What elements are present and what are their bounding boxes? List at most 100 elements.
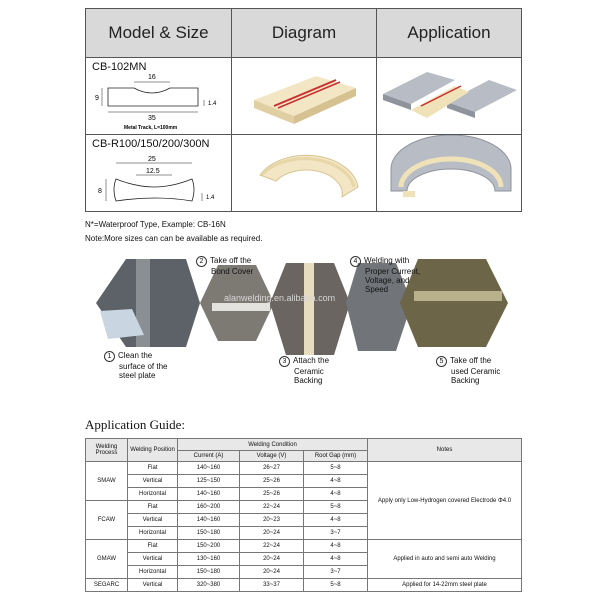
gap-cell: 5~8 [303,461,368,475]
guide-subheader-row: Current (A) Voltage (V) Root Gap (mm) [86,450,522,462]
gap-cell: 4~8 [303,487,368,501]
header-position: Welding Position [127,438,178,462]
gap-cell: 5~8 [303,500,368,514]
header-current: Current (A) [177,450,240,462]
process-cell: SEGARC [85,578,128,592]
header-condition: Welding Condition [177,438,368,451]
dim-width-total: 35 [148,115,156,122]
position-cell: Vertical [127,474,178,488]
gap-cell: 4~8 [303,539,368,553]
voltage-cell: 22~24 [239,500,304,514]
diagram-cell [231,134,377,212]
voltage-cell: 20~24 [239,526,304,540]
dim-groove: 1.4 [208,101,217,107]
current-cell: 150~180 [177,565,240,579]
guide-header-row: Welding Process Welding Position Welding… [85,438,522,462]
current-cell: 140~160 [177,513,240,527]
application-cell [376,134,522,212]
table-row: Vertical 140~160 20~23 4~8 [86,513,522,527]
header-diagram: Diagram [231,8,377,58]
position-cell: Horizontal [127,526,178,540]
current-cell: 150~200 [177,539,240,553]
model-row: CB-102MN 16 9 1.4 35 Metal Track, L=100m… [85,57,522,135]
model-name: CB-102MN [92,61,147,73]
position-cell: Horizontal [127,487,178,501]
application-guide-table: Welding Process Welding Position Welding… [85,438,522,592]
gap-cell: 3~7 [303,526,368,540]
waterproof-note: N*=Waterproof Type, Example: CB-16N [85,220,226,229]
guide-title: Application Guide: [85,417,186,432]
process-cell: SMAW [85,461,128,501]
current-cell: 160~200 [177,500,240,514]
flat-application-image [383,72,517,118]
watermark: alanwelding.en.alibaba.com [224,293,335,303]
position-cell: Flat [127,500,178,514]
model-cell: CB-R100/150/200/300N 25 12.5 8 1.4 [85,134,232,212]
model-size-table: Model & Size Diagram Application CB-102M… [85,8,522,212]
process-cell: FCAW [85,500,128,540]
position-cell: Flat [127,461,178,475]
position-cell: Vertical [127,578,178,592]
voltage-cell: 20~23 [239,513,304,527]
process-photo-strip: alanwelding.en.alibaba.com [96,259,508,355]
dim-groove: 1.4 [206,195,215,201]
position-cell: Vertical [127,552,178,566]
header-voltage: Voltage (V) [239,450,304,462]
current-cell: 130~160 [177,552,240,566]
round-application-image [390,135,512,197]
model-cell: CB-102MN 16 9 1.4 35 Metal Track, L=100m… [85,57,232,135]
flat-ceramic-backing-image [254,76,356,124]
dim-width-top: 25 [148,156,156,163]
voltage-cell: 25~26 [239,474,304,488]
cross-section-drawing-round: 25 12.5 8 1.4 [98,156,215,202]
gap-cell: 4~8 [303,552,368,566]
notes-cell: Applied in auto and semi auto Welding [367,539,522,579]
notes-cell: Applied for 14-22mm steel plate [367,578,522,592]
dim-height: 9 [95,95,99,102]
current-cell: 140~160 [177,461,240,475]
table-row: GMAW Flat 150~200 22~24 4~8 Applied in a… [85,539,522,579]
table-row: Vertical 130~160 20~24 4~8 [86,552,522,566]
voltage-cell: 20~24 [239,552,304,566]
table-row: Horizontal 140~160 25~26 4~8 [86,487,522,501]
step-4-number: 4 [350,256,361,267]
gap-cell: 4~8 [303,474,368,488]
model-name: CB-R100/150/200/300N [92,138,210,150]
voltage-cell: 20~24 [239,565,304,579]
voltage-cell: 25~26 [239,487,304,501]
position-cell: Flat [127,539,178,553]
header-process: Welding Process [85,438,128,462]
dim-groove-width: 12.5 [146,168,160,175]
gap-cell: 4~8 [303,513,368,527]
current-cell: 140~160 [177,487,240,501]
diagram-caption: Metal Track, L=100mm [124,125,178,131]
model-row: CB-R100/150/200/300N 25 12.5 8 1.4 [85,134,522,212]
table-row: FCAW Flat 160~200 22~24 5~8 [85,500,522,540]
position-cell: Vertical [127,513,178,527]
gap-cell: 3~7 [303,565,368,579]
round-ceramic-backing-image [259,154,359,199]
dim-height: 8 [98,188,102,195]
sizes-note: Note:More sizes can can be available as … [85,234,263,243]
voltage-cell: 22~24 [239,539,304,553]
step-5-number: 5 [436,356,447,367]
step-2-number: 2 [196,256,207,267]
header-gap: Root Gap (mm) [303,450,368,462]
current-cell: 320~380 [177,578,240,592]
header-model-size: Model & Size [85,8,232,58]
current-cell: 150~180 [177,526,240,540]
table-row: SEGARC Vertical 320~380 33~37 5~8 Applie… [85,578,522,592]
application-cell [376,57,522,135]
photo-welding [346,263,412,351]
process-cell: GMAW [85,539,128,579]
diagram-cell [231,57,377,135]
model-table-header: Model & Size Diagram Application [85,8,522,58]
header-application: Application [376,8,522,58]
current-cell: 125~150 [177,474,240,488]
voltage-cell: 33~37 [239,578,304,592]
gap-cell: 5~8 [303,578,368,592]
dim-width-top: 16 [148,74,156,81]
